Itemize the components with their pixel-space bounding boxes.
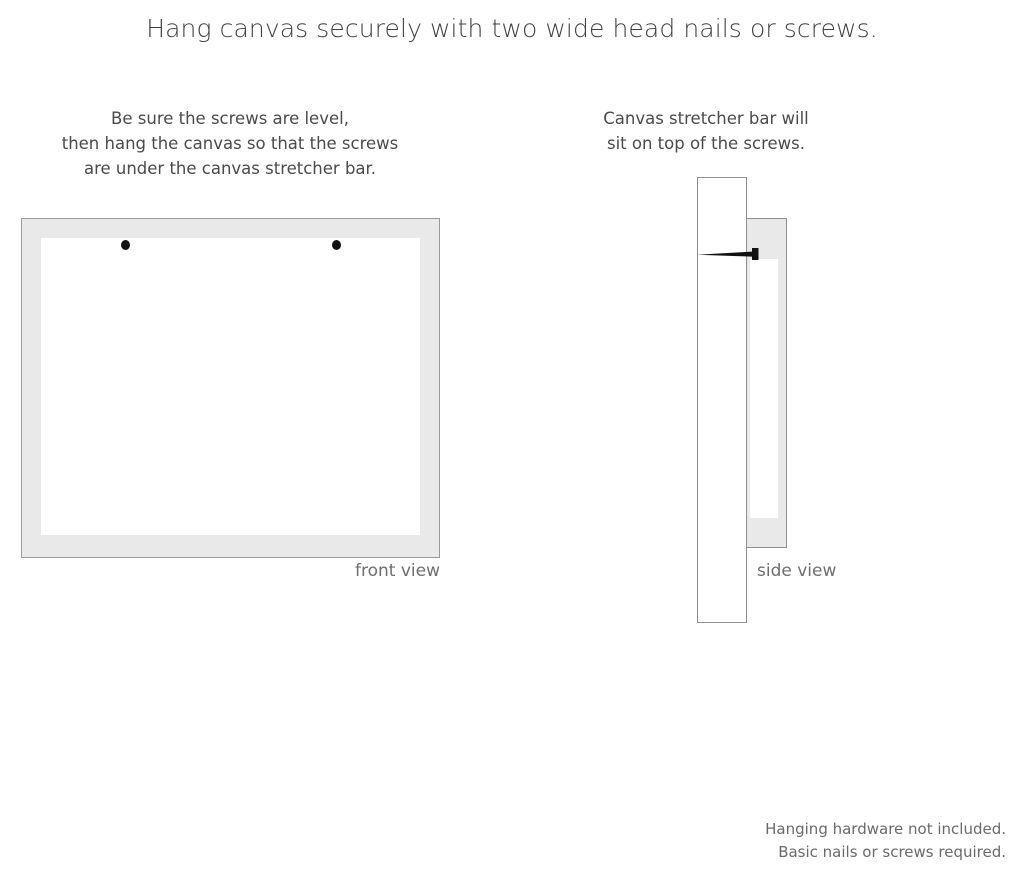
disclaimer-text: Hanging hardware not included. Basic nai… <box>586 818 1006 864</box>
disclaimer-line-2: Basic nails or screws required. <box>778 843 1006 861</box>
side-view-caption-line-1: Canvas stretcher bar will <box>603 109 809 128</box>
page-title: Hang canvas securely with two wide head … <box>146 14 878 43</box>
screw-head-right-icon <box>332 240 341 250</box>
side-view-label: side view <box>757 561 837 581</box>
wall-side <box>697 177 747 623</box>
disclaimer-line-1: Hanging hardware not included. <box>765 820 1006 838</box>
front-view-caption: Be sure the screws are level, then hang … <box>20 106 440 181</box>
screw-head-left-icon <box>121 240 130 250</box>
nail-icon <box>697 248 759 260</box>
side-view-caption-line-2: sit on top of the screws. <box>606 134 806 153</box>
front-view-diagram <box>21 218 440 558</box>
side-view-caption: Canvas stretcher bar will sit on top of … <box>586 106 826 156</box>
front-view-label: front view <box>355 561 440 581</box>
front-view-caption-line-3: are under the canvas stretcher bar. <box>83 159 377 178</box>
front-view-caption-line-2: then hang the canvas so that the screws <box>61 134 399 153</box>
canvas-face-side <box>750 259 778 518</box>
side-view-diagram <box>697 177 792 623</box>
front-view-caption-line-1: Be sure the screws are level, <box>111 109 349 128</box>
canvas-face-front <box>41 238 420 535</box>
